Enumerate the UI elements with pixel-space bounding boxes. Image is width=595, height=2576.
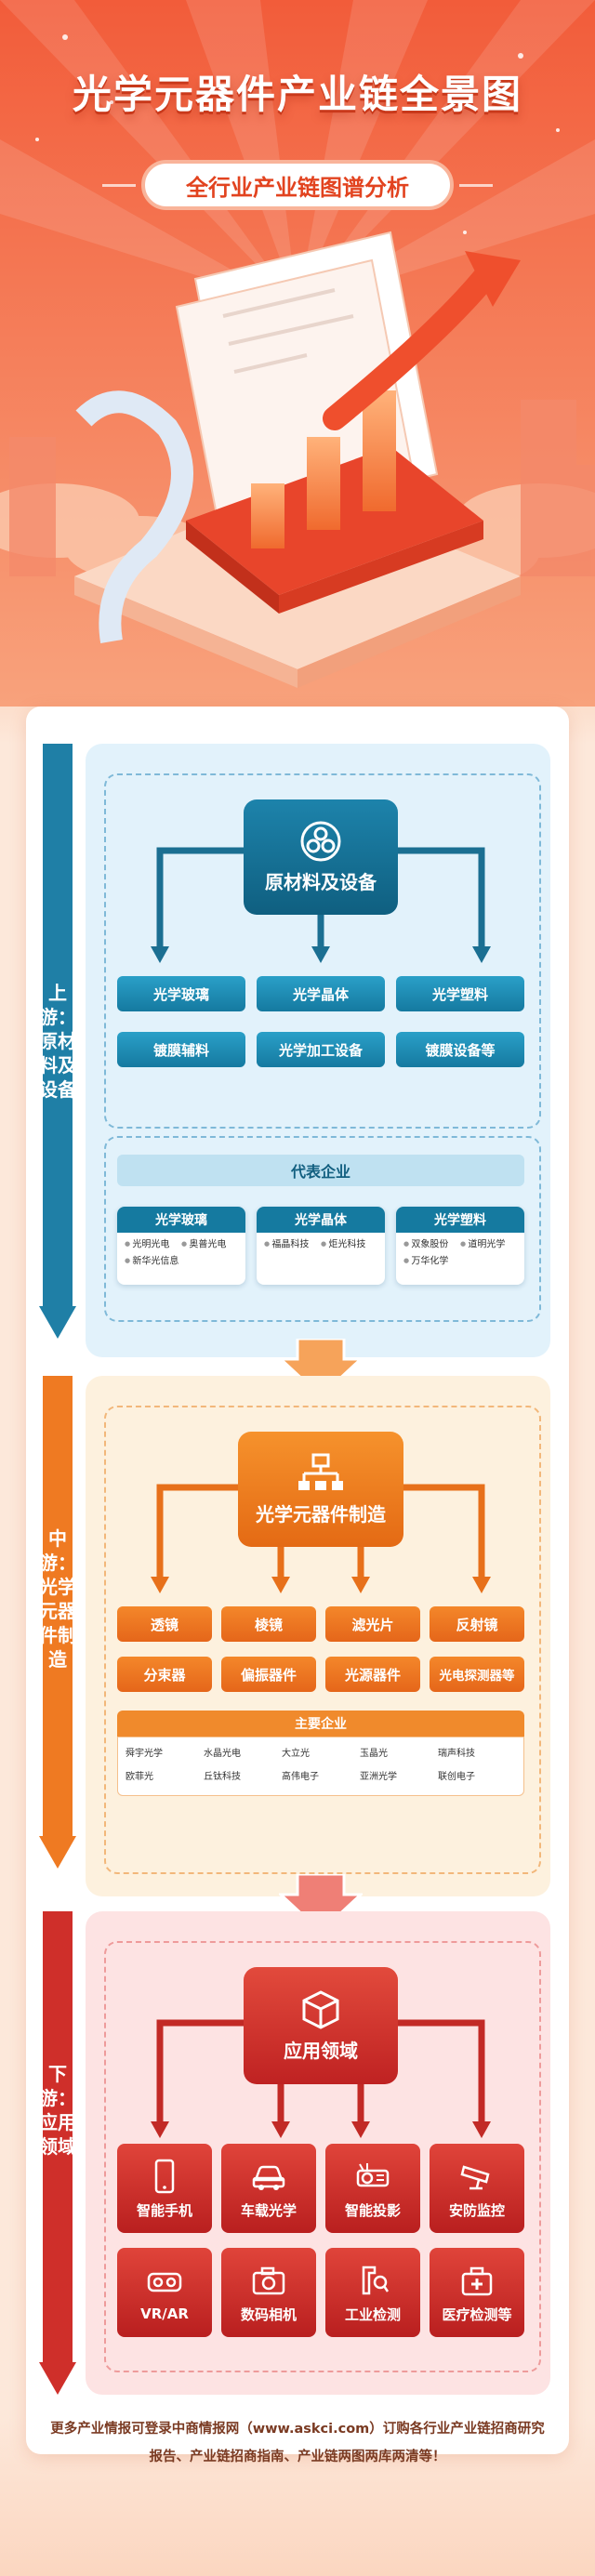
projector-icon	[356, 2162, 390, 2186]
smartphone-icon	[154, 2159, 175, 2193]
midstream-side-label: 中游：光学元器件制造	[39, 1527, 76, 1671]
midstream-item: 光电探测器等	[430, 1657, 524, 1692]
upstream-side-label: 上游：原材料及设备	[39, 982, 76, 1101]
cctv-camera-icon	[460, 2164, 490, 2189]
app-label: 智能手机	[136, 2201, 192, 2219]
app-tile-car: 车载光学	[221, 2144, 316, 2233]
downstream-center-label: 应用领域	[284, 2039, 358, 2062]
company-name: 丘钛科技	[204, 1772, 241, 1782]
upstream-item: 镀膜辅料	[117, 1032, 245, 1067]
midstream-item: 滤光片	[325, 1606, 420, 1642]
company-name: 高伟电子	[282, 1772, 319, 1782]
app-label: 车载光学	[240, 2201, 297, 2219]
midstream-connectors	[151, 1484, 491, 1593]
upstream-item: 光学加工设备	[257, 1032, 385, 1067]
app-tile-camera: 数码相机	[221, 2248, 316, 2337]
midstream-item: 反射镜	[430, 1606, 524, 1642]
subtitle-badge: 全行业产业链图谱分析	[141, 160, 454, 210]
company-group-title: 光学玻璃	[117, 1207, 245, 1233]
midstream-item: 透镜	[117, 1606, 212, 1642]
downstream-side-label: 下游：应用领域	[39, 2063, 76, 2158]
app-label: 工业检测	[344, 2305, 401, 2323]
company-name: 瑞声科技	[438, 1749, 475, 1759]
company-name: 舜宇光学	[126, 1749, 163, 1759]
medical-kit-icon	[461, 2266, 493, 2295]
component-network-icon	[298, 1453, 343, 1490]
app-tile-cctv: 安防监控	[430, 2144, 524, 2233]
midstream-companies-list: 舜宇光学 水晶光电 大立光 玉晶光 瑞声科技 欧菲光 丘钛科技 高伟电子 亚洲光…	[117, 1737, 524, 1796]
app-label: VR/AR	[140, 2305, 189, 2322]
upstream-item: 光学塑料	[396, 976, 524, 1011]
upstream-item: 镀膜设备等	[396, 1032, 524, 1067]
company-group-card: 光学玻璃 光明光电 奥普光电 新华光信息	[117, 1207, 245, 1285]
company-name: 大立光	[282, 1749, 310, 1759]
company-group-card: 光学晶体 福晶科技 炬光科技	[257, 1207, 385, 1285]
company-name: 玉晶光	[360, 1749, 388, 1759]
company-name: 万华化学	[403, 1253, 460, 1270]
midstream-side-arrow	[39, 1376, 76, 1869]
downstream-side-arrow	[39, 1911, 76, 2395]
company-name: 联创电子	[438, 1772, 475, 1782]
midstream-item: 分束器	[117, 1657, 212, 1692]
upstream-flow-box	[104, 773, 541, 1129]
company-name: 福晶科技	[264, 1236, 321, 1253]
app-label: 医疗检测等	[442, 2305, 512, 2323]
upstream-center-label: 原材料及设备	[265, 870, 377, 893]
vr-headset-icon	[147, 2272, 182, 2292]
footer-note: 更多产业情报可登录中商情报网（www.askci.com）订购各行业产业链招商研…	[50, 2422, 545, 2464]
app-tile-medical: 医疗检测等	[430, 2248, 524, 2337]
company-name: 欧菲光	[126, 1772, 153, 1782]
app-tile-vr: VR/AR	[117, 2248, 212, 2337]
app-label: 数码相机	[240, 2305, 297, 2323]
upstream-item: 光学晶体	[257, 976, 385, 1011]
app-label: 智能投影	[344, 2201, 401, 2219]
downstream-center-node: 应用领域	[244, 1967, 398, 2084]
upstream-companies-box	[104, 1136, 541, 1322]
company-name: 光明光电	[125, 1236, 181, 1253]
upstream-item: 光学玻璃	[117, 976, 245, 1011]
car-icon	[252, 2165, 285, 2190]
header-illustration	[0, 0, 595, 707]
app-tile-industrial: 工业检测	[325, 2248, 420, 2337]
company-name: 水晶光电	[204, 1749, 241, 1759]
company-name: 亚洲光学	[360, 1772, 397, 1782]
company-name: 新华光信息	[125, 1253, 181, 1270]
page-title: 光学元器件产业链全景图	[72, 72, 522, 117]
downstream-connectors	[151, 2019, 491, 2138]
company-group-title: 光学晶体	[257, 1207, 385, 1233]
app-label: 安防监控	[448, 2201, 505, 2219]
upstream-companies-title: 代表企业	[117, 1155, 524, 1186]
company-name: 道明光学	[460, 1236, 517, 1253]
upstream-side-arrow	[39, 744, 76, 1339]
midstream-companies-title: 主要企业	[117, 1711, 524, 1737]
company-group-title: 光学塑料	[396, 1207, 524, 1233]
midstream-item: 棱镜	[221, 1606, 316, 1642]
materials-icon	[300, 821, 341, 861]
midstream-flow-box	[104, 1406, 541, 1874]
midstream-center-label: 光学元器件制造	[256, 1502, 386, 1526]
app-tile-projector: 智能投影	[325, 2144, 420, 2233]
midstream-center-node: 光学元器件制造	[238, 1432, 403, 1547]
company-name: 双象股份	[403, 1236, 460, 1253]
upstream-center-node: 原材料及设备	[244, 799, 398, 915]
upstream-connectors	[151, 847, 491, 963]
midstream-item: 光源器件	[325, 1657, 420, 1692]
cube-icon	[302, 1989, 339, 2029]
downstream-flow-box	[104, 1941, 541, 2372]
company-name: 炬光科技	[321, 1236, 377, 1253]
app-tile-smartphone: 智能手机	[117, 2144, 212, 2233]
subtitle-deco-right	[459, 184, 493, 187]
industrial-tool-icon	[362, 2266, 390, 2294]
subtitle-deco-left	[102, 184, 136, 187]
bar-chart-icon	[251, 390, 396, 548]
company-group-card: 光学塑料 双象股份 道明光学 万华化学	[396, 1207, 524, 1285]
camera-icon	[252, 2266, 285, 2294]
midstream-item: 偏振器件	[221, 1657, 316, 1692]
company-name: 奥普光电	[181, 1236, 238, 1253]
